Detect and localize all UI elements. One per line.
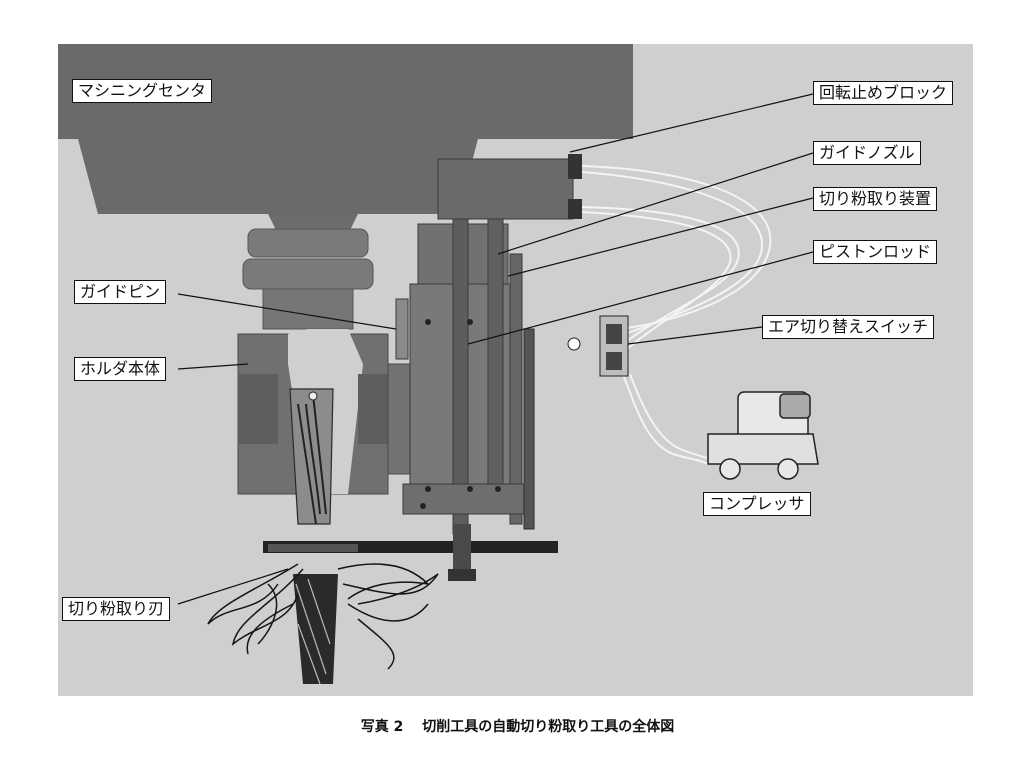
label-holder-body: ホルダ本体: [74, 357, 167, 381]
photo-figure: マシニングセンタ 回転止めブロック ガイドノズル 切り粉取り装置 ピストンロッド…: [58, 44, 973, 696]
figure-caption: 写真 2 切削工具の自動切り粉取り工具の全体図: [360, 719, 675, 735]
compressor-shape: [707, 391, 819, 480]
piston-rod-shape: [523, 328, 535, 530]
label-piston-rod: ピストンロッド: [813, 240, 938, 264]
metal-chips: [207, 563, 439, 670]
leader-lines: [177, 93, 814, 605]
label-chip-removal-blade: 切り粉取り刃: [62, 597, 171, 621]
chip-removal-blade-plate: [263, 524, 558, 581]
machining-center-head: [58, 44, 633, 234]
label-machining-center: マシニングセンタ: [72, 79, 213, 103]
air-switch-shape: [567, 315, 629, 377]
guide-pin-shape: [395, 298, 409, 360]
label-chip-removal-device: 切り粉取り装置: [813, 187, 938, 211]
air-hoses: [581, 165, 772, 465]
rotation-stop-block-shape: [437, 154, 582, 220]
label-air-switch: エア切り替えスイッチ: [762, 315, 935, 339]
drill-tool: [289, 388, 338, 685]
chip-removal-device-body: [402, 213, 534, 535]
label-guide-nozzle: ガイドノズル: [813, 141, 921, 165]
label-compressor: コンプレッサ: [703, 492, 811, 516]
label-guide-pin: ガイドピン: [74, 280, 167, 304]
holder-body-shape: [237, 329, 398, 495]
machine-illustration: [58, 44, 819, 685]
spindle-rings: [242, 228, 374, 330]
label-rotation-stop-block: 回転止めブロック: [813, 81, 954, 105]
